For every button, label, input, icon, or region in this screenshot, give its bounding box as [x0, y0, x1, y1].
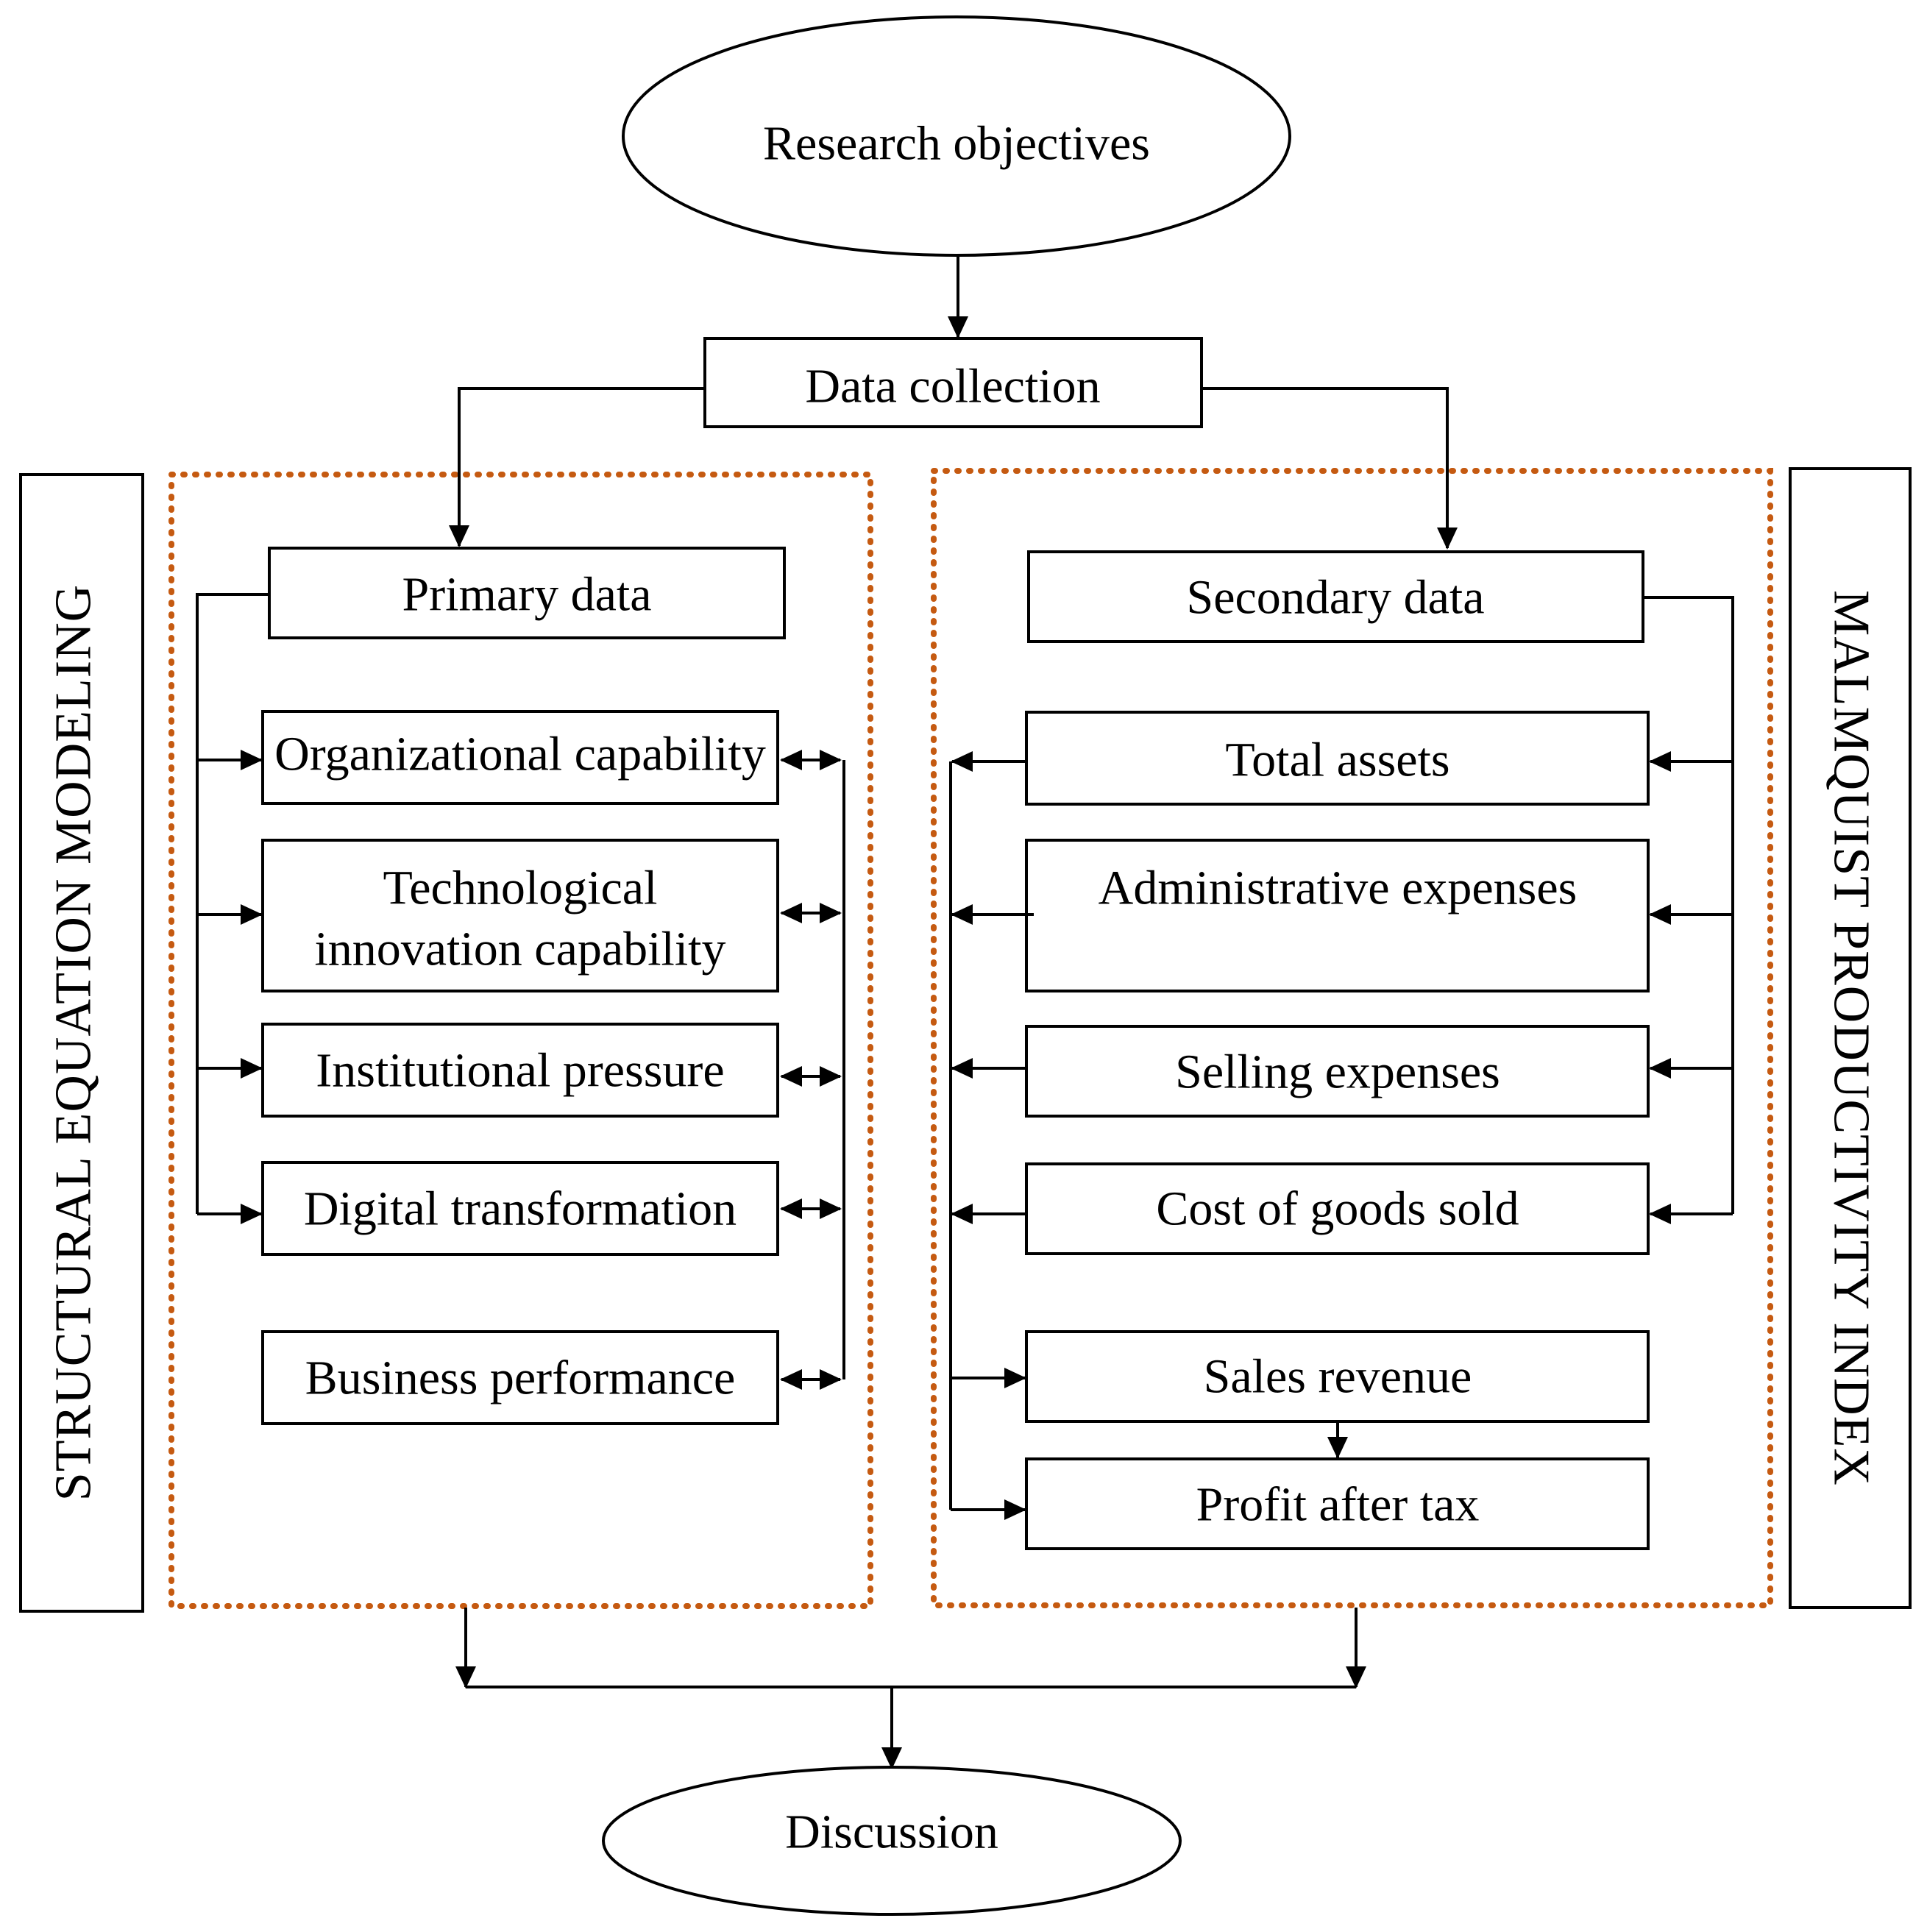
discussion-label: Discussion: [785, 1805, 998, 1859]
cost-of-goods-sold-label: Cost of goods sold: [1156, 1182, 1519, 1236]
mpi-side-label: MALMQUIST PRODUCTIVITY INDEX: [1823, 590, 1880, 1486]
mpi-group-border: [931, 468, 1773, 1608]
business-performance-label: Business performance: [305, 1352, 736, 1405]
secondary-data-label: Secondary data: [1187, 571, 1485, 625]
sem-side-label: STRUCTURAL EQUATION MODELING: [46, 584, 102, 1501]
institutional-pressure-label: Institutional pressure: [316, 1044, 724, 1098]
total-assets-label: Total assets: [1225, 734, 1449, 787]
secondary-data-node: [1027, 550, 1644, 643]
discussion-node: [602, 1766, 1182, 1916]
technological-innovation-label-2: innovation capability: [314, 923, 725, 976]
total-assets-node: [1025, 711, 1650, 806]
technological-innovation-label-1: Technological: [383, 862, 658, 915]
administrative-expenses-label: Administrative expenses: [1099, 862, 1578, 915]
edge-collection-to-primary: [449, 387, 705, 547]
administrative-expenses-node: [1025, 839, 1650, 992]
data-collection-node: [703, 337, 1203, 428]
primary-data-node: [268, 547, 786, 639]
selling-expenses-node: [1025, 1025, 1650, 1118]
sales-revenue-node: [1025, 1330, 1650, 1423]
selling-expenses-label: Selling expenses: [1175, 1045, 1500, 1099]
business-performance-node: [261, 1330, 779, 1425]
organizational-capability-label: Organizational capability: [274, 728, 766, 781]
digital-transformation-node: [261, 1161, 779, 1256]
edge-secondary-bracket: [1643, 596, 1734, 1214]
cost-of-goods-sold-node: [1025, 1162, 1650, 1255]
digital-transformation-label: Digital transformation: [304, 1182, 737, 1236]
data-collection-label: Data collection: [805, 360, 1100, 413]
institutional-pressure-node: [261, 1023, 779, 1118]
sales-revenue-label: Sales revenue: [1204, 1350, 1472, 1404]
profit-after-tax-node: [1025, 1457, 1650, 1550]
primary-data-label: Primary data: [402, 568, 651, 622]
technological-innovation-node: [261, 839, 779, 992]
edge-primary-bracket: [196, 593, 269, 1214]
profit-after-tax-label: Profit after tax: [1196, 1478, 1480, 1532]
organizational-capability-node: [261, 710, 779, 805]
edge-collection-to-secondary: [1202, 387, 1458, 550]
mpi-side-box: [1789, 467, 1912, 1609]
research-objectives-label: Research objectives: [763, 117, 1150, 171]
sem-group-border: [168, 472, 873, 1609]
sem-side-box: [19, 473, 144, 1613]
